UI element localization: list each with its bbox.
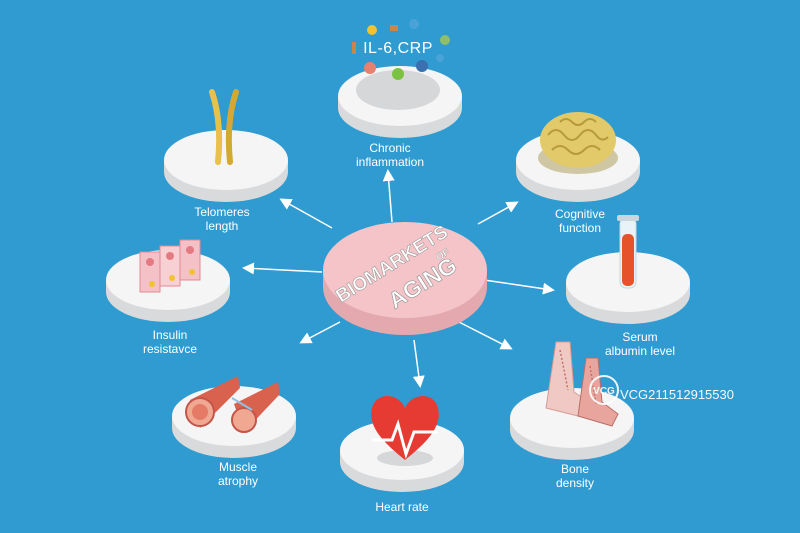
arrow-to-chronic-inflammation xyxy=(382,169,395,223)
brain-icon xyxy=(538,112,618,174)
chromosome-icon xyxy=(209,89,239,165)
watermark-logo: VCG xyxy=(589,375,619,405)
il6-crp-label: IL-6,CRP xyxy=(363,40,433,57)
watermark-text: VCG211512915530 xyxy=(620,387,734,402)
label-serum-albumin-line: Serum xyxy=(622,330,658,344)
arrow-to-heart-rate xyxy=(412,339,425,388)
label-insulin-resistance-line: resistavce xyxy=(142,342,198,356)
label-insulin-resistance-line: Insulin xyxy=(152,328,188,342)
label-chronic-inflammation-line: inflammation xyxy=(355,155,425,169)
label-cognitive-function-line: function xyxy=(558,221,602,235)
connector-arrows xyxy=(242,169,555,388)
bone-icon xyxy=(545,341,619,427)
disc-telomeres-length xyxy=(164,130,288,202)
label-heart-rate-line: Heart rate xyxy=(375,500,429,514)
center-disc: BIOMARKETS OF AGING xyxy=(323,221,487,335)
heart-icon xyxy=(371,396,439,466)
arrow-to-cognitive-function xyxy=(477,201,519,225)
test-tube-icon xyxy=(617,215,639,289)
molecules-icon xyxy=(352,19,450,110)
label-cognitive-function-line: Cognitive xyxy=(554,207,606,221)
label-muscle-atrophy-line: Muscle xyxy=(218,460,257,474)
label-chronic-inflammation-line: Chronic xyxy=(369,141,411,155)
label-bone-density-line: density xyxy=(555,476,595,490)
arrow-to-telomeres-length xyxy=(279,198,333,229)
disc-serum-albumin xyxy=(566,252,690,324)
arrow-to-bone-density xyxy=(454,319,513,350)
label-telomeres-length-line: Telomeres xyxy=(194,205,250,219)
label-muscle-atrophy-line: atrophy xyxy=(217,474,259,488)
watermark-logo-text: VCG xyxy=(593,386,615,397)
label-heart-rate: Heart rate xyxy=(375,500,428,514)
arrow-to-insulin-resistance xyxy=(242,262,323,275)
label-serum-albumin-line: albumin level xyxy=(604,344,676,358)
arrow-to-serum-albumin xyxy=(483,279,555,295)
muscle-icon xyxy=(185,376,280,433)
arrow-to-muscle-atrophy xyxy=(299,321,341,344)
label-bone-density-line: Bone xyxy=(560,462,590,476)
label-telomeres-length-line: length xyxy=(205,219,239,233)
cells-icon xyxy=(139,239,201,293)
